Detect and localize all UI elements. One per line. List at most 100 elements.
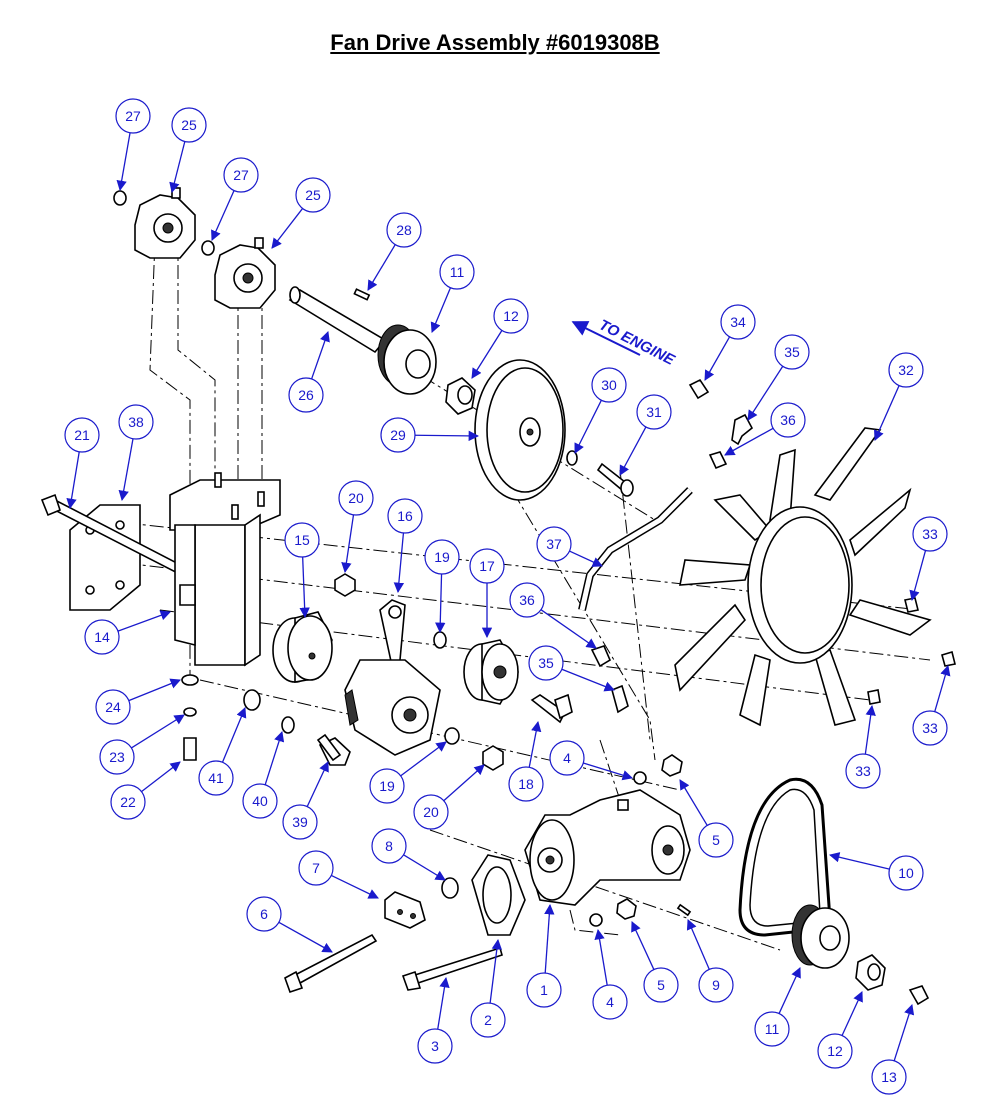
callout-balloon	[912, 516, 948, 552]
callout-leader	[435, 573, 446, 634]
callout-leader	[310, 331, 330, 380]
callout-balloon	[369, 768, 405, 804]
fan-bolt-33-lower-right	[941, 650, 956, 667]
nut-5-lower	[616, 898, 637, 920]
callout-leader	[934, 665, 951, 712]
callout-balloon	[528, 645, 564, 681]
callout-number: 12	[503, 308, 519, 324]
callout-leader	[403, 854, 446, 881]
callout-leader	[544, 903, 555, 974]
fan-hub-plate	[474, 359, 566, 501]
callout-number: 11	[450, 264, 465, 280]
shaft-key	[353, 288, 371, 301]
callout-number: 20	[423, 804, 439, 820]
callout-number: 25	[181, 117, 197, 133]
callout-number: 27	[125, 108, 141, 124]
callout-balloon	[439, 254, 475, 290]
bolt-13	[908, 985, 930, 1006]
callout-number: 27	[233, 167, 249, 183]
to-engine-label: TO ENGINE	[596, 316, 678, 369]
washer-24	[181, 674, 199, 686]
callout-balloon	[288, 377, 324, 413]
callout-balloon	[817, 1033, 853, 1069]
callout-leader	[686, 919, 710, 970]
spacer-8	[441, 877, 459, 899]
callout-number: 4	[606, 994, 614, 1010]
pulley-upper	[377, 324, 437, 395]
callout-number: 16	[397, 508, 413, 524]
callout-leader	[116, 132, 131, 192]
callout-balloon	[770, 402, 806, 438]
fan-bolt-33-lower	[867, 689, 881, 705]
callout-number: 18	[518, 776, 534, 792]
callout-number: 30	[601, 377, 617, 393]
callout-leader	[414, 430, 480, 442]
bolt-39	[316, 733, 351, 766]
callout-leader	[331, 874, 379, 899]
callout-leader	[828, 852, 890, 870]
callout-balloon	[470, 1002, 506, 1038]
taper-bushing-lower	[855, 954, 886, 991]
hose-fitting-36-lower	[590, 645, 612, 668]
callout-number: 36	[519, 592, 535, 608]
pulley-lower	[791, 904, 850, 969]
callout-leader	[489, 938, 502, 1004]
callout-balloon	[592, 984, 628, 1020]
callout-balloon	[469, 548, 505, 584]
bolt-18	[530, 693, 573, 724]
callout-leader	[221, 707, 247, 763]
callout-number: 35	[784, 344, 800, 360]
callout-leader	[540, 609, 597, 649]
callout-leader	[528, 720, 542, 768]
callout-leader	[841, 991, 863, 1036]
callout-leader	[747, 365, 784, 421]
callout-number: 8	[385, 838, 393, 854]
callout-leader	[278, 921, 333, 953]
callout-leader	[66, 451, 80, 510]
belt-tensioner	[344, 599, 441, 756]
callout-number: 19	[434, 549, 450, 565]
drive-shaft	[288, 286, 387, 354]
pillow-block-bearing-lower	[214, 237, 276, 309]
callout-leader	[704, 336, 731, 381]
o-ring-lower	[201, 240, 215, 256]
callout-number: 33	[855, 763, 871, 779]
callout-leader	[471, 330, 503, 379]
support-frame	[169, 472, 281, 667]
callout-number: 10	[898, 865, 914, 881]
washer-41	[243, 689, 261, 711]
callout-number: 15	[294, 532, 310, 548]
callout-balloon	[549, 740, 585, 776]
callout-balloon	[871, 1059, 907, 1095]
callout-balloon	[223, 157, 259, 193]
callout-leader	[778, 967, 801, 1014]
elbow-fitting-35-lower	[611, 684, 629, 714]
callout-number: 17	[479, 558, 495, 574]
callout-number: 26	[298, 387, 314, 403]
callout-leader	[569, 550, 603, 567]
callout-leader	[561, 668, 615, 692]
callout-number: 33	[922, 720, 938, 736]
callout-leader	[864, 704, 876, 755]
callout-number: 20	[348, 490, 364, 506]
callout-number: 19	[379, 778, 395, 794]
callout-number: 12	[827, 1043, 843, 1059]
cooling-fan	[674, 427, 932, 727]
mounting-plate	[69, 504, 141, 611]
taper-bushing-upper	[445, 377, 476, 415]
elbow-fitting-35-upper	[731, 413, 754, 446]
callout-leader	[264, 731, 285, 786]
pillow-block-bearing-upper	[134, 187, 196, 259]
callout-number: 2	[484, 1012, 492, 1028]
callout-number: 7	[312, 860, 320, 876]
callout-number: 6	[260, 906, 268, 922]
callout-number: 34	[730, 314, 746, 330]
callout-leader	[306, 761, 329, 807]
lock-washer-23	[183, 707, 197, 717]
callout-number: 21	[74, 427, 90, 443]
callout-balloon	[424, 539, 460, 575]
callout-leader	[574, 399, 602, 454]
callout-balloon	[636, 394, 672, 430]
washer-4-upper	[633, 771, 647, 785]
